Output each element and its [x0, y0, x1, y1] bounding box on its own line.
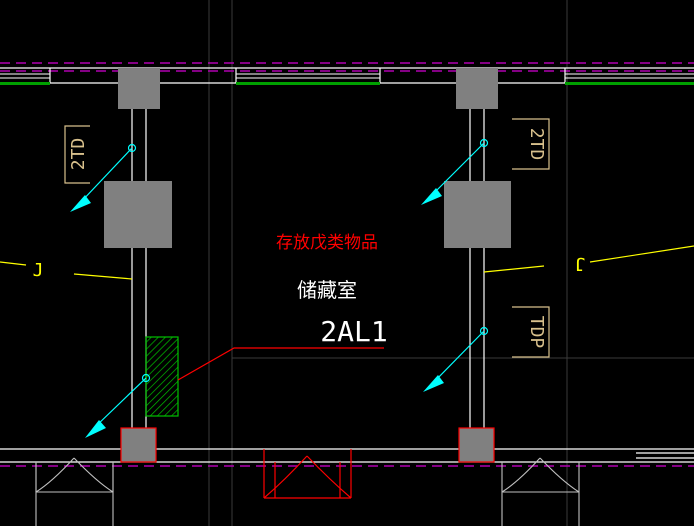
panel-leader-line [177, 347, 384, 381]
background-grid-lines [208, 0, 694, 526]
left-upper-tag: 2TD [68, 138, 89, 171]
arrow-icon [423, 375, 444, 392]
panel-id-text: 2AL1 [320, 315, 387, 348]
bottom-columns [120, 427, 495, 463]
column-top-left [118, 68, 160, 109]
column-mid-right [444, 181, 511, 248]
arrow-icon [421, 188, 442, 205]
tag-brackets [64, 118, 550, 358]
door-bottom-right [501, 457, 580, 526]
column-top-right [456, 68, 498, 109]
column-bottom-left [120, 427, 157, 463]
yellow-leaders [0, 245, 694, 280]
arrow-icon [70, 195, 91, 212]
room-name-text: 储藏室 [297, 278, 357, 302]
door-bottom-left [35, 457, 114, 526]
cyan-leaders [79, 138, 489, 429]
bottom-wall [0, 448, 694, 463]
axis-dashed-lines [0, 62, 694, 467]
columns [104, 68, 511, 248]
window-lines [0, 73, 694, 79]
window-sills [0, 82, 694, 85]
right-middle-tag: J [575, 253, 586, 274]
room-note-text: 存放戊类物品 [276, 233, 378, 253]
right-upper-tag: 2TD [526, 128, 547, 161]
door-bottom-center [263, 449, 352, 499]
left-lower-tag: J [33, 260, 44, 281]
arrow-icon [85, 420, 106, 438]
top-wall [0, 67, 694, 84]
column-bottom-right [458, 427, 495, 463]
electrical-panel-2al1 [145, 336, 179, 417]
vertical-walls [131, 108, 485, 430]
column-mid-left [104, 181, 172, 248]
cyan-arrowheads [70, 188, 444, 438]
right-lower-tag: TDP [526, 316, 547, 349]
